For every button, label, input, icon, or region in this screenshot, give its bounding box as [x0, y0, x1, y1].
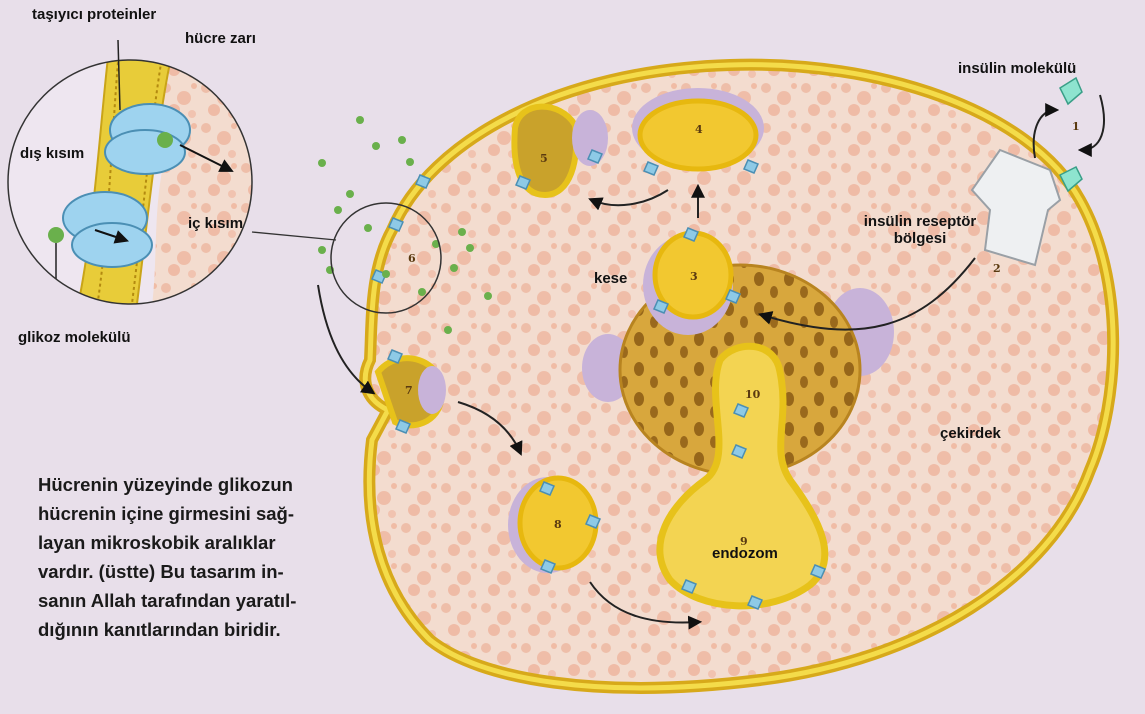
label-vesicle: kese: [594, 270, 627, 287]
caption-line: Hücrenin yüzeyinde glikozun: [38, 470, 363, 499]
label-outer-side: dış kısım: [20, 145, 84, 162]
number-10: 10: [745, 388, 761, 401]
label-cell-membrane: hücre zarı: [185, 30, 256, 47]
label-insulin-receptor-line2: bölgesi: [840, 230, 1000, 247]
caption-line: hücrenin içine girmesini sağ-: [38, 499, 363, 528]
caption-text: Hücrenin yüzeyinde glikozun hücrenin içi…: [38, 470, 363, 644]
number-1: 1: [1072, 120, 1080, 133]
number-2: 2: [993, 262, 1001, 275]
caption-line: dığının kanıtlarından biridir.: [38, 615, 363, 644]
number-5: 5: [540, 152, 548, 165]
label-glucose-molecule: glikoz molekülü: [18, 329, 131, 346]
label-endosome: endozom: [712, 545, 778, 562]
label-insulin-molecule: insülin molekülü: [958, 60, 1076, 77]
number-6: 6: [408, 252, 416, 265]
caption-line: vardır. (üstte) Bu tasarım in-: [38, 557, 363, 586]
label-transport-proteins: taşıyıcı proteinler: [32, 6, 156, 23]
label-insulin-receptor-line1: insülin reseptör: [840, 213, 1000, 230]
number-8: 8: [554, 518, 562, 531]
label-inner-side: iç kısım: [188, 215, 243, 232]
number-4: 4: [695, 123, 703, 136]
label-insulin-receptor: insülin reseptör bölgesi: [840, 213, 1000, 247]
membrane-inset: [8, 40, 260, 320]
caption-line: layan mikroskobik aralıklar: [38, 528, 363, 557]
label-nucleus: çekirdek: [940, 425, 1001, 442]
number-3: 3: [690, 270, 698, 283]
number-7: 7: [405, 384, 413, 397]
vesicle-4: 4: [632, 88, 764, 169]
caption-line: sanın Allah tarafından yaratıl-: [38, 586, 363, 615]
